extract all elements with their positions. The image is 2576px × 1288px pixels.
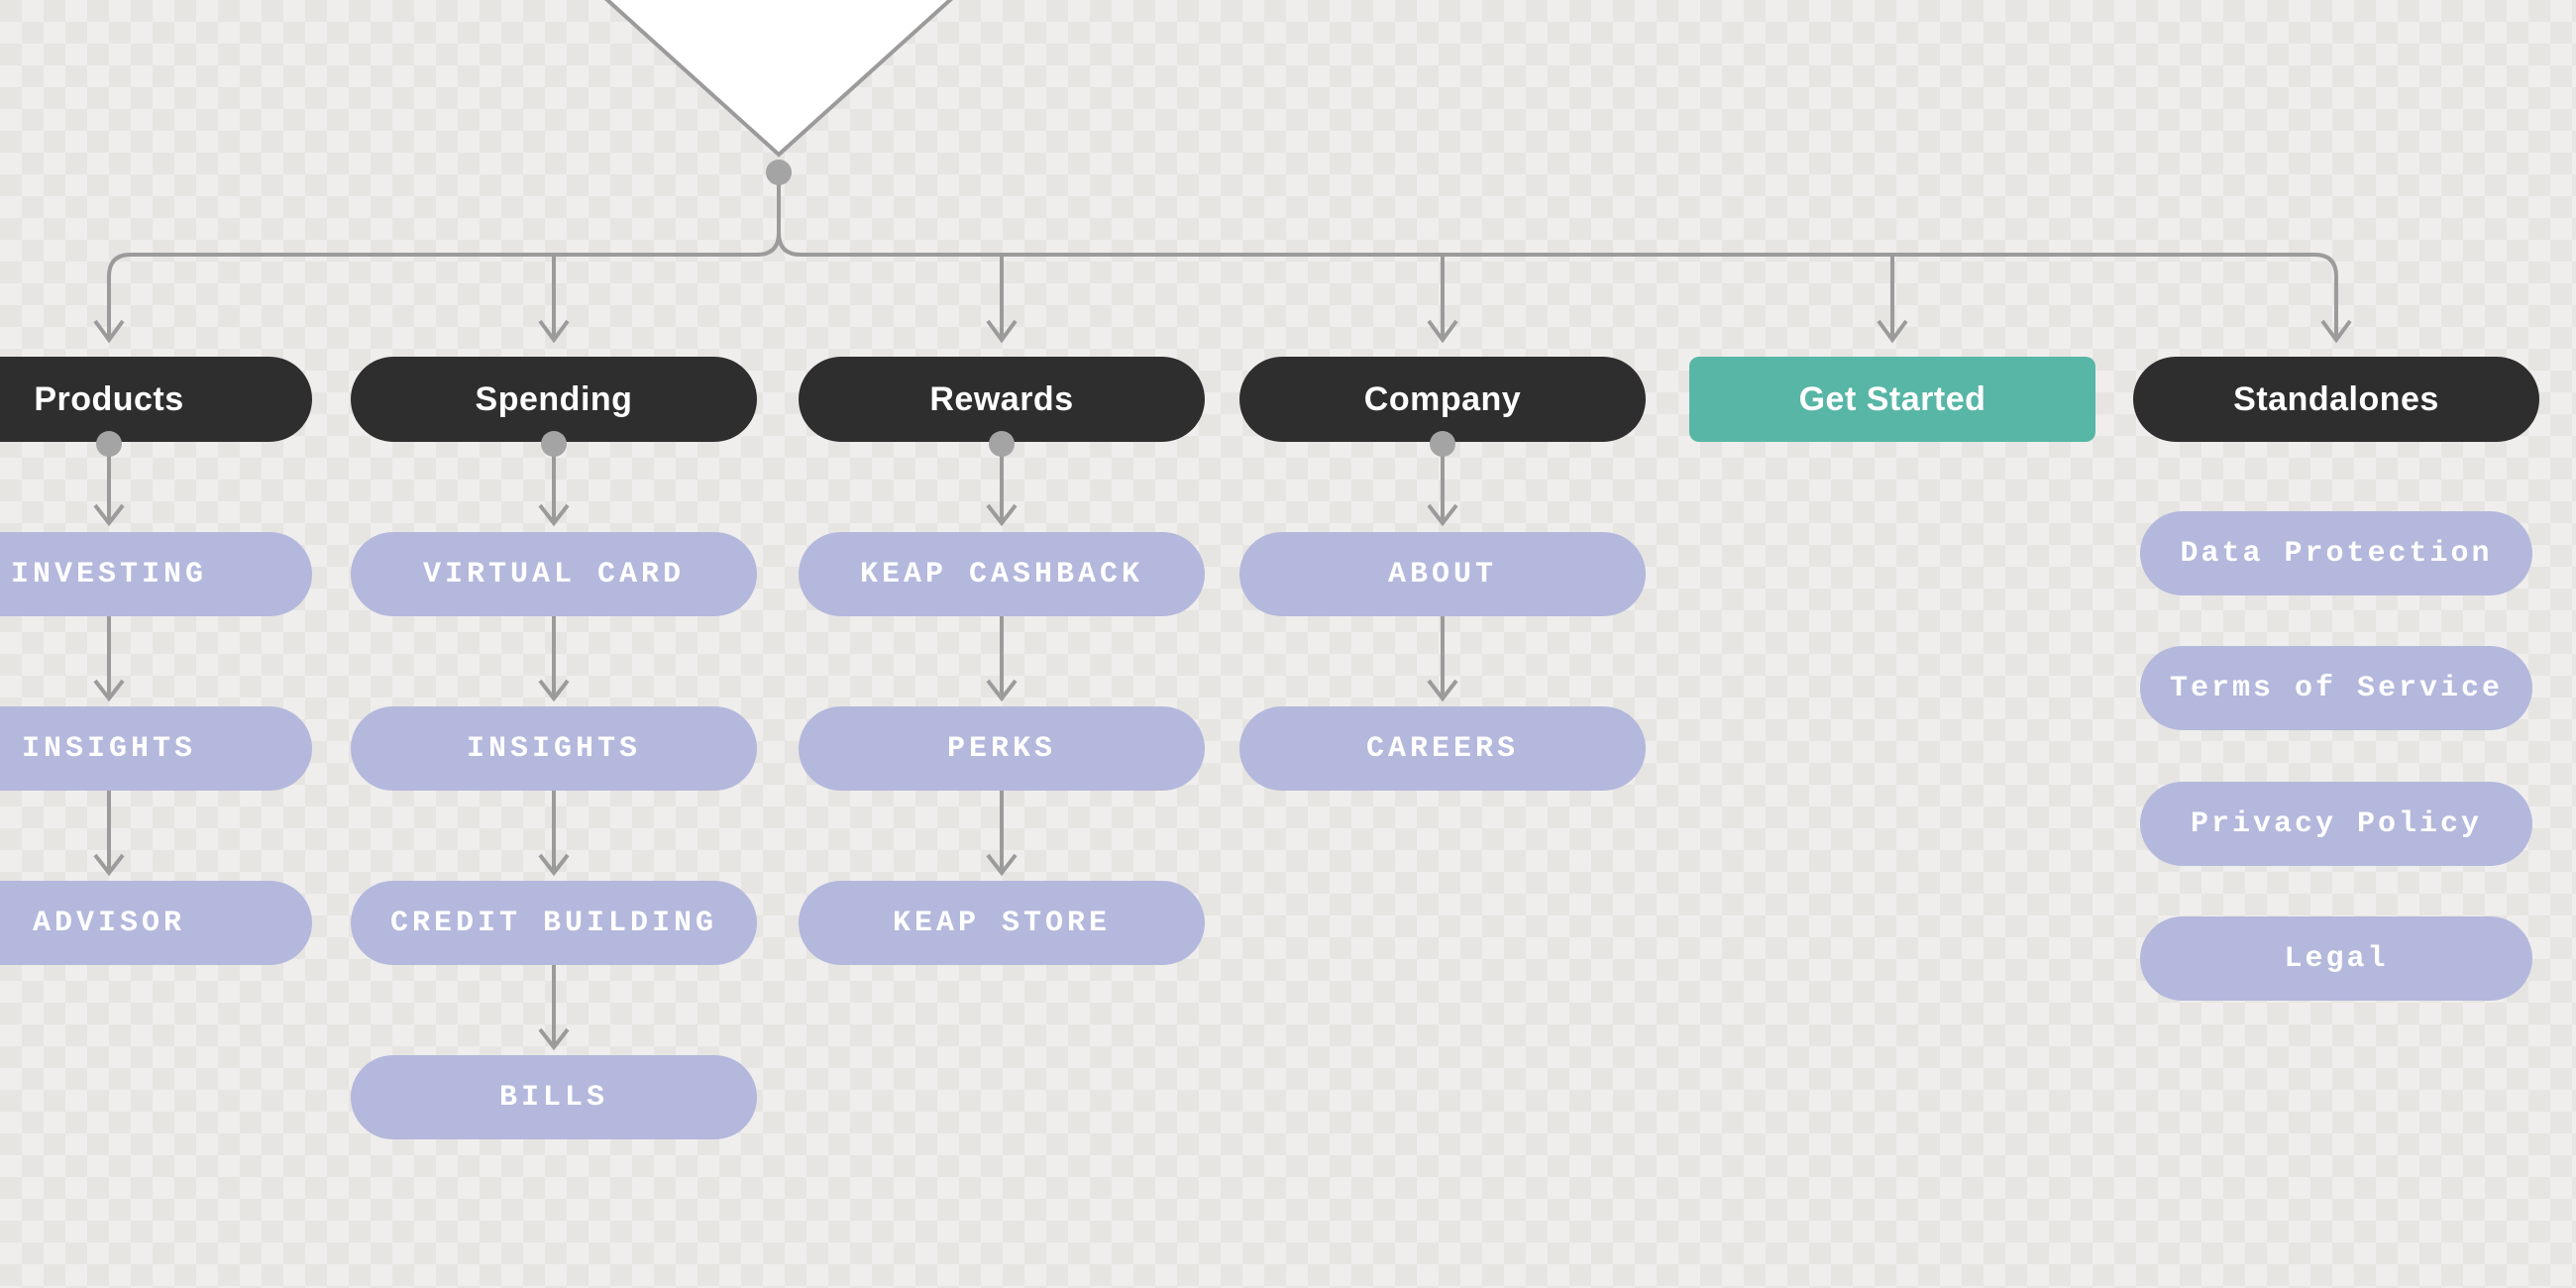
node-company[interactable]: Company xyxy=(1239,357,1646,442)
node-virtual-card[interactable]: VIRTUAL CARD xyxy=(351,532,757,616)
node-spending[interactable]: Spending xyxy=(351,357,757,442)
node-privacy-policy[interactable]: Privacy Policy xyxy=(2140,782,2532,866)
node-perks[interactable]: PERKS xyxy=(799,706,1205,791)
node-products-insights[interactable]: INSIGHTS xyxy=(0,706,312,791)
node-advisor[interactable]: ADVISOR xyxy=(0,881,312,965)
node-products[interactable]: Products xyxy=(0,357,312,442)
node-bills[interactable]: BILLS xyxy=(351,1055,757,1139)
node-terms-of-service[interactable]: Terms of Service xyxy=(2140,646,2532,730)
node-keap-cashback[interactable]: KEAP CASHBACK xyxy=(799,532,1205,616)
root-node-shape xyxy=(604,0,953,158)
root-junction-dot xyxy=(766,160,792,185)
column-arrows xyxy=(93,448,1458,1051)
spending-junction-dot xyxy=(541,431,567,457)
rewards-junction-dot xyxy=(989,431,1015,457)
node-about[interactable]: ABOUT xyxy=(1239,532,1646,616)
products-junction-dot xyxy=(96,431,122,457)
node-get-started[interactable]: Get Started xyxy=(1689,357,2095,442)
node-legal[interactable]: Legal xyxy=(2140,916,2532,1001)
node-spending-insights[interactable]: INSIGHTS xyxy=(351,706,757,791)
node-careers[interactable]: CAREERS xyxy=(1239,706,1646,791)
node-keap-store[interactable]: KEAP STORE xyxy=(799,881,1205,965)
tree-branches xyxy=(93,166,2352,344)
node-standalones[interactable]: Standalones xyxy=(2133,357,2539,442)
company-junction-dot xyxy=(1430,431,1455,457)
node-credit-building[interactable]: CREDIT BUILDING xyxy=(351,881,757,965)
node-data-protection[interactable]: Data Protection xyxy=(2140,511,2532,595)
node-rewards[interactable]: Rewards xyxy=(799,357,1205,442)
node-investing[interactable]: INVESTING xyxy=(0,532,312,616)
